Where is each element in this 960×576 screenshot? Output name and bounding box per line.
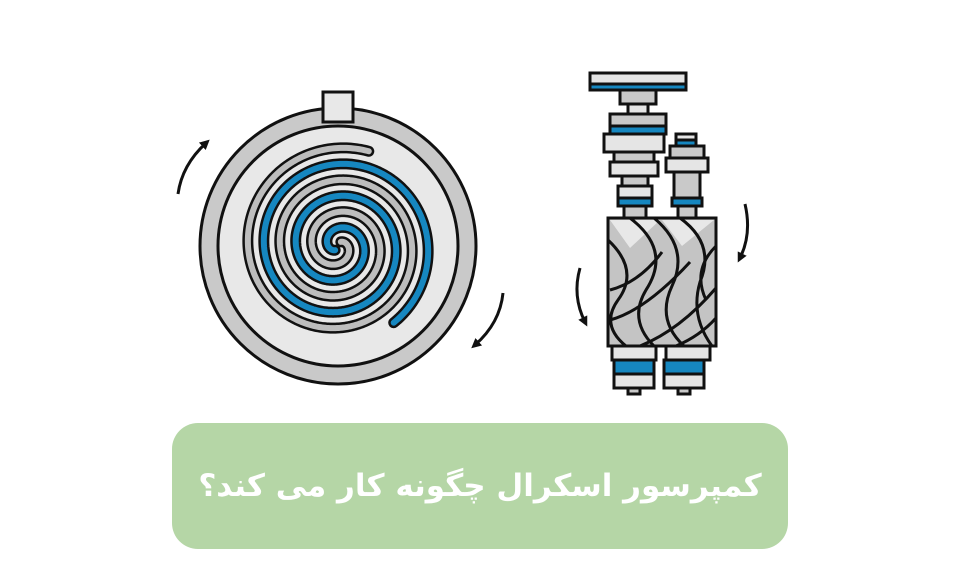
banner-title: کمپرسور اسکرال چگونه کار می کند؟: [198, 468, 762, 504]
scroll-compressor-icon: [198, 90, 478, 386]
title-banner: کمپرسور اسکرال چگونه کار می کند؟: [172, 423, 788, 549]
screw-compressor-icon: [588, 71, 718, 396]
scroll-inlet-port: [321, 90, 355, 124]
rotation-arrow-icon: [737, 203, 750, 263]
rotation-arrow-icon: [575, 267, 588, 327]
rotation-arrow-icon: [176, 139, 210, 195]
illustration: [176, 71, 750, 396]
rotation-arrow-icon: [471, 292, 505, 349]
